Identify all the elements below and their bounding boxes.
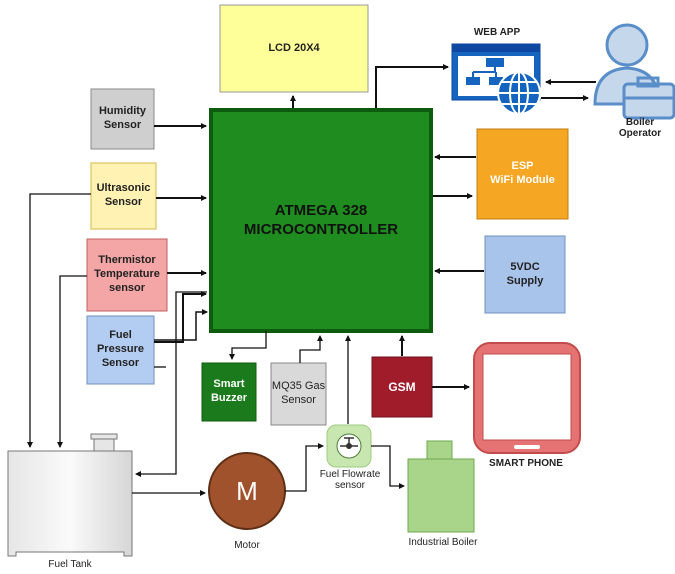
gas-box (270, 362, 327, 426)
gas-label: MQ35 Gas Sensor (271, 380, 326, 406)
line-mcu-tank (135, 291, 207, 477)
industrial-boiler-icon (407, 440, 475, 533)
boiler-operator-label: Boiler Operator (618, 117, 662, 139)
line-tank-thermistor (57, 275, 87, 448)
web-app-icon (451, 43, 541, 115)
arrow-pressure-mcu-2 (154, 309, 208, 341)
thermistor-box (86, 238, 168, 312)
fuel-tank-label: Fuel Tank (48, 559, 92, 570)
buzzer-box (201, 362, 257, 422)
ultrasonic-box (90, 162, 157, 230)
boiler-label: Industrial Boiler (408, 537, 478, 548)
supply-box (484, 235, 566, 314)
line-motor-flow (285, 443, 324, 492)
arrow-mcu-web (375, 64, 449, 108)
lcd-box (219, 4, 369, 93)
line-tank-ultrasonic (27, 193, 91, 448)
arrow-mcu-buzzer (229, 331, 267, 360)
humidity-label: Humidity Sensor (98, 105, 147, 131)
smart-phone-label: SMART PHONE (489, 458, 563, 469)
fuel-pressure-box (86, 315, 155, 385)
arrow-pressure-mcu-1 (154, 291, 207, 343)
smart-phone-icon (473, 342, 581, 454)
mcu-box (209, 108, 433, 333)
supply-label: 5VDC Supply (506, 260, 544, 287)
esp-box (476, 128, 569, 220)
ultrasonic-label: Ultrasonic Sensor (96, 182, 151, 208)
line-flow-boiler (371, 445, 405, 489)
motor-symbol: M (236, 475, 258, 506)
arrow-gas-mcu (299, 335, 323, 363)
flowrate-label: Fuel Flowrate sensor (319, 469, 381, 491)
mcu-label: ATMEGA 328 MICROCONTROLLER (243, 201, 399, 238)
lcd-label: LCD 20X4 (268, 41, 320, 54)
gsm-label: GSM (388, 379, 416, 394)
web-app-label: WEB APP (473, 27, 521, 38)
boiler-operator-icon (593, 23, 675, 120)
humidity-box (90, 88, 155, 150)
flowrate-sensor-icon (326, 424, 372, 468)
fuel-pressure-label: Fuel Pressure Sensor (96, 329, 145, 369)
fuel-tank-icon (7, 433, 133, 557)
esp-label: ESP WiFi Module (490, 160, 555, 186)
thermistor-label: Thermistor Temperature sensor (94, 254, 160, 294)
motor-label: Motor (234, 540, 260, 551)
buzzer-label: Smart Buzzer (210, 378, 248, 404)
